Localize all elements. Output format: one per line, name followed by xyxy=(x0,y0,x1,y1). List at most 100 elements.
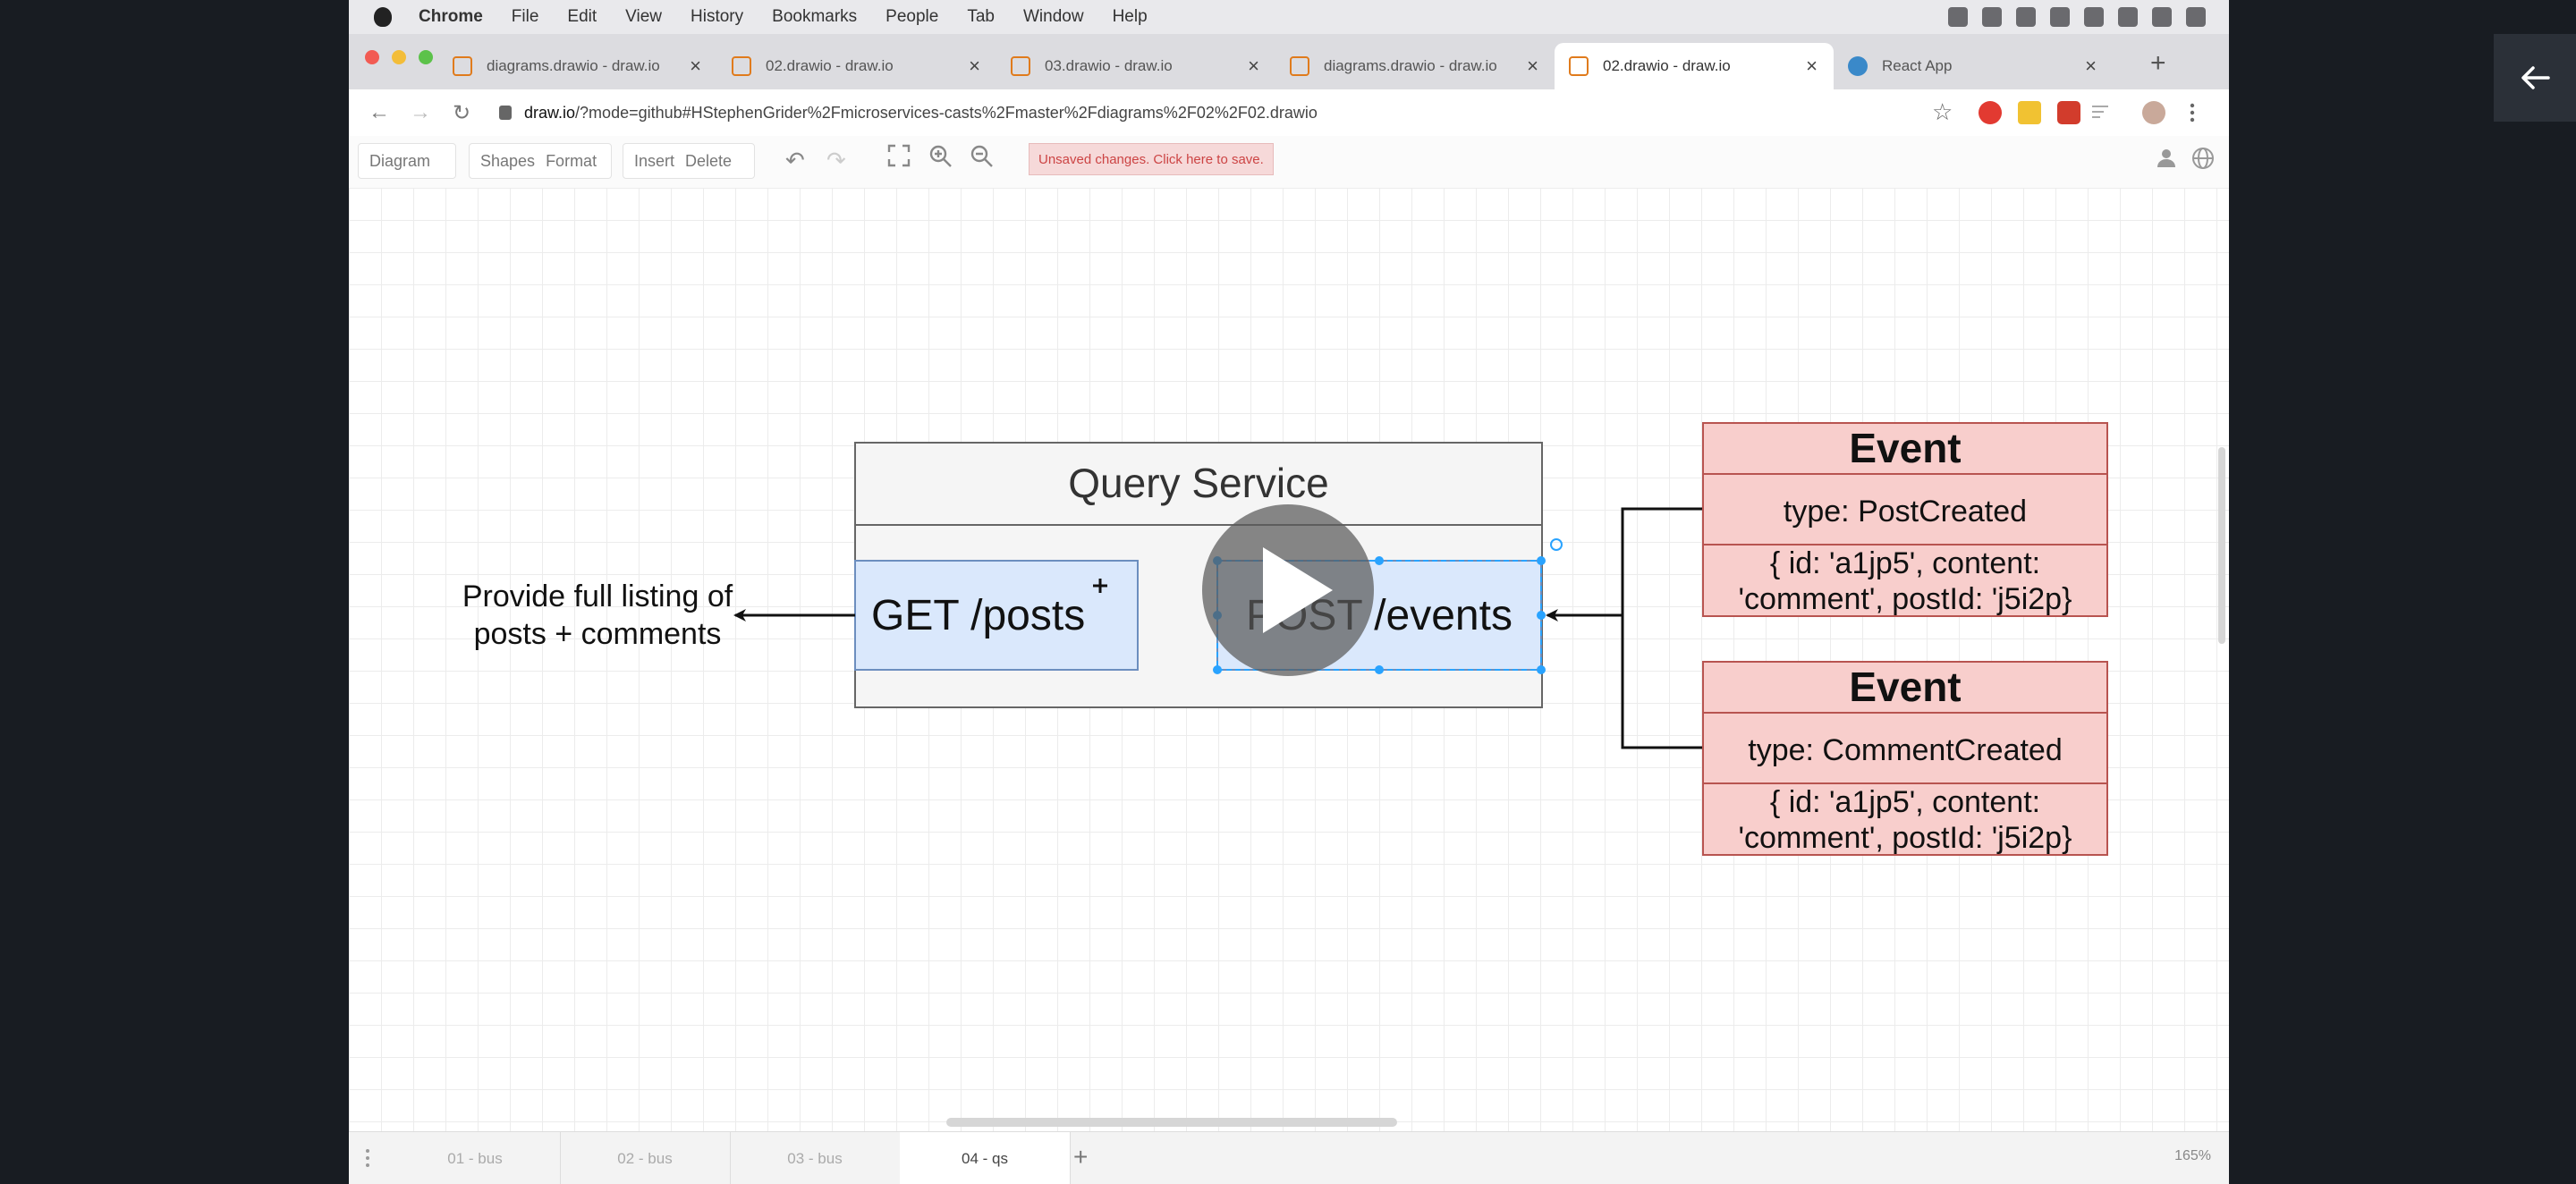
event-postcreated-card[interactable]: Event type: PostCreated { id: 'a1jp5', c… xyxy=(1702,422,2108,617)
wifi-icon[interactable] xyxy=(2050,7,2070,27)
event1-title: Event xyxy=(1849,425,1961,471)
menu-bookmarks[interactable]: Bookmarks xyxy=(772,7,858,26)
browser-tab[interactable]: 03.drawio - draw.io × xyxy=(996,43,1275,89)
tray-glasses-icon[interactable] xyxy=(1982,7,2002,27)
add-connection-icon[interactable] xyxy=(1093,579,1107,593)
zoom-out-icon[interactable] xyxy=(970,144,995,175)
page-tabs-bar: 01 - bus 02 - bus 03 - bus 04 - qs + 165… xyxy=(349,1131,2229,1184)
back-button[interactable] xyxy=(2494,34,2576,122)
url-field[interactable]: draw.io/?mode=github#HStephenGrider%2Fmi… xyxy=(524,104,1318,123)
zoom-in-icon[interactable] xyxy=(928,144,953,175)
video-play-button[interactable] xyxy=(1202,504,1374,676)
drawio-favicon-icon xyxy=(1569,56,1589,76)
event2-connector[interactable] xyxy=(1621,615,1703,749)
delete-button[interactable]: Delete xyxy=(685,151,733,170)
apple-icon[interactable] xyxy=(374,7,392,27)
maximize-window-button[interactable] xyxy=(419,50,433,64)
back-arrow-icon[interactable]: ← xyxy=(369,100,390,124)
tab-close-icon[interactable]: × xyxy=(1806,55,1818,77)
menu-window[interactable]: Window xyxy=(1022,7,1084,26)
extension-list-icon[interactable] xyxy=(2091,102,2109,125)
notification-center-icon[interactable] xyxy=(2186,7,2206,27)
forward-arrow-icon[interactable]: → xyxy=(410,100,431,124)
vertical-scrollbar[interactable] xyxy=(2218,447,2225,644)
event2-title: Event xyxy=(1849,664,1961,710)
battery-icon[interactable] xyxy=(2084,7,2104,27)
react-favicon-icon xyxy=(1848,56,1868,76)
event-commentcreated-card[interactable]: Event type: CommentCreated { id: 'a1jp5'… xyxy=(1702,661,2108,856)
siri-icon[interactable] xyxy=(2152,7,2172,27)
page-tab-active[interactable]: 04 - qs xyxy=(900,1132,1071,1184)
menu-view[interactable]: View xyxy=(625,7,663,26)
event1-payload-line2: 'comment', postId: 'j5i2p} xyxy=(1739,582,2072,616)
browser-tab[interactable]: React App × xyxy=(1834,43,2113,89)
browser-tab[interactable]: 02.drawio - draw.io × xyxy=(717,43,996,89)
spotlight-search-icon[interactable] xyxy=(2118,7,2138,27)
menu-people[interactable]: People xyxy=(886,7,939,26)
menu-file[interactable]: File xyxy=(511,7,539,26)
diagram-canvas[interactable]: Query Service GET /posts POST /events xyxy=(349,188,2229,1131)
tab-title: diagrams.drawio - draw.io xyxy=(1324,57,1497,74)
close-window-button[interactable] xyxy=(365,50,379,64)
tab-title: 02.drawio - draw.io xyxy=(1603,57,1731,74)
browser-tab[interactable]: diagrams.drawio - draw.io × xyxy=(438,43,717,89)
insert-button[interactable]: Insert xyxy=(634,151,675,170)
add-page-button[interactable]: + xyxy=(1073,1143,1089,1171)
menu-app-chrome[interactable]: Chrome xyxy=(419,7,483,26)
tray-app-icon[interactable] xyxy=(1948,7,1968,27)
output-label-line2: posts + comments xyxy=(474,617,722,651)
format-button[interactable]: Format xyxy=(546,151,597,170)
reload-icon[interactable]: ↻ xyxy=(452,100,471,125)
browser-tab[interactable]: diagrams.drawio - draw.io × xyxy=(1275,43,1555,89)
notes-extension-icon[interactable] xyxy=(2018,101,2041,124)
output-label-line1: Provide full listing of xyxy=(462,579,733,613)
menu-history[interactable]: History xyxy=(691,7,744,26)
browser-tab-active[interactable]: 02.drawio - draw.io × xyxy=(1555,43,1834,89)
drawio-toolbar: Diagram Shapes Format Insert Delete ↶ ↷ … xyxy=(349,136,2229,189)
event1-payload-line1: { id: 'a1jp5', content: xyxy=(1770,546,2040,580)
menu-help[interactable]: Help xyxy=(1112,7,1148,26)
event2-type: type: CommentCreated xyxy=(1748,733,2063,767)
page-tab[interactable]: 01 - bus xyxy=(390,1132,561,1184)
shapes-button[interactable]: Shapes xyxy=(480,151,536,170)
event1-type: type: PostCreated xyxy=(1784,495,2027,529)
tray-cloud-icon[interactable] xyxy=(2016,7,2036,27)
horizontal-scrollbar[interactable] xyxy=(946,1118,1397,1127)
user-icon[interactable] xyxy=(2156,147,2177,174)
tab-close-icon[interactable]: × xyxy=(969,55,980,77)
zoom-level[interactable]: 165% xyxy=(2174,1148,2211,1163)
language-globe-icon[interactable] xyxy=(2191,147,2215,176)
tab-close-icon[interactable]: × xyxy=(690,55,701,77)
menu-edit[interactable]: Edit xyxy=(567,7,597,26)
get-posts-endpoint[interactable]: GET /posts xyxy=(854,560,1139,671)
query-service-title: Query Service xyxy=(1068,460,1328,506)
unsaved-changes-notice[interactable]: Unsaved changes. Click here to save. xyxy=(1029,143,1274,175)
tab-close-icon[interactable]: × xyxy=(1248,55,1259,77)
new-tab-button[interactable]: + xyxy=(2150,48,2166,78)
chrome-menu-icon[interactable] xyxy=(2188,102,2197,125)
menu-tab[interactable]: Tab xyxy=(967,7,995,26)
profile-avatar[interactable] xyxy=(2142,101,2165,124)
tab-strip: diagrams.drawio - draw.io × 02.drawio - … xyxy=(349,34,2229,89)
drawio-favicon-icon xyxy=(1290,56,1309,76)
extension-icon[interactable] xyxy=(2057,101,2080,124)
bookmark-star-icon[interactable]: ☆ xyxy=(1932,98,1953,125)
diagram-menu[interactable]: Diagram xyxy=(358,143,456,179)
undo-icon[interactable]: ↶ xyxy=(785,147,805,173)
tab-close-icon[interactable]: × xyxy=(2085,55,2097,77)
page-tab[interactable]: 02 - bus xyxy=(560,1132,731,1184)
minimize-window-button[interactable] xyxy=(392,50,406,64)
fullscreen-icon[interactable] xyxy=(887,144,911,173)
get-posts-label: GET /posts xyxy=(871,592,1085,639)
rotate-handle-icon[interactable] xyxy=(1550,538,1563,551)
pages-menu-icon[interactable] xyxy=(365,1148,370,1172)
event1-connector[interactable] xyxy=(1621,507,1703,615)
opera-extension-icon[interactable] xyxy=(1979,101,2002,124)
redo-icon[interactable]: ↷ xyxy=(826,147,846,173)
event2-payload-line2: 'comment', postId: 'j5i2p} xyxy=(1739,821,2072,855)
page-tab[interactable]: 03 - bus xyxy=(730,1132,901,1184)
edit-group: Insert Delete xyxy=(623,143,755,179)
tab-title: 02.drawio - draw.io xyxy=(766,57,894,74)
event2-payload-line1: { id: 'a1jp5', content: xyxy=(1770,785,2040,819)
tab-close-icon[interactable]: × xyxy=(1527,55,1538,77)
